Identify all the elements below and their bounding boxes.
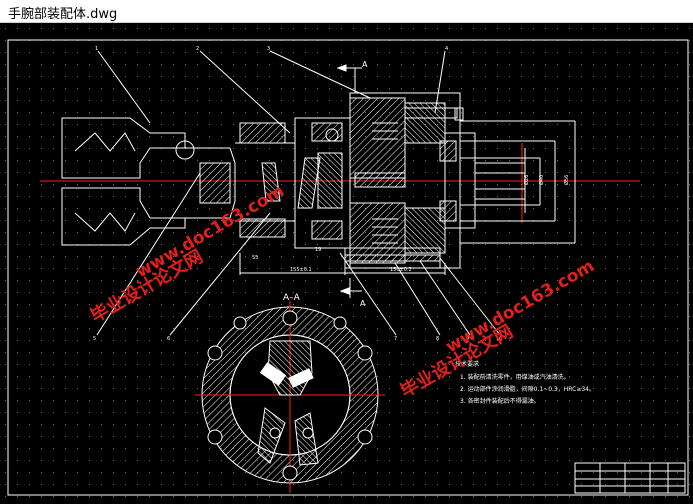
section-label-a-top: A [362, 60, 368, 69]
section-view [195, 301, 385, 493]
pivot-pin [175, 140, 195, 160]
balloon-2: 2 [196, 46, 199, 52]
balloon-7: 7 [394, 336, 397, 342]
drawing-canvas[interactable]: 1 2 3 4 5 6 7 8 9 10 Ø26 Ø40 Ø56 55 155±… [0, 23, 693, 500]
dim-mid: 19 [315, 247, 321, 253]
technical-notes: 技术要求 1. 装配前清洗零件，用煤油或汽油清洗。 2. 运动部件涂润滑脂，间隙… [455, 360, 595, 405]
dim-d3: Ø56 [563, 175, 570, 185]
balloon-8: 8 [436, 336, 439, 342]
main-view [40, 64, 640, 298]
window-title: 手腕部装配体.dwg [8, 7, 118, 22]
lower-finger [61, 187, 186, 246]
balloon-4: 4 [445, 46, 448, 52]
notes-line-3: 3. 各密封件装配后不得漏油。 [460, 397, 540, 405]
balloon-3: 3 [267, 46, 270, 52]
balloon-6: 6 [167, 336, 170, 342]
part-balloons: 1 2 3 4 5 6 7 8 9 10 [93, 46, 502, 342]
balloon-5: 5 [93, 336, 96, 342]
section-label-a-bottom: A [360, 299, 366, 308]
dim-left-len: 55 [252, 255, 258, 261]
title-block [574, 462, 686, 494]
notes-line-2: 2. 运动部件涂润滑脂，间隙0.1~0.3，HRC≥34。 [460, 385, 595, 393]
leader-lines [96, 50, 501, 336]
section-view-title: A–A [283, 293, 301, 303]
balloon-10: 10 [496, 336, 502, 342]
balloon-9: 9 [466, 336, 469, 342]
dim-d1: Ø26 [523, 175, 530, 185]
notes-heading: 技术要求 [455, 360, 479, 368]
dimension-texts: Ø26 Ø40 Ø56 55 155±0.1 150±0.2 19 [252, 175, 570, 273]
dim-d2: Ø40 [538, 175, 545, 185]
upper-finger [61, 117, 186, 179]
dim-bottom-2: 150±0.2 [390, 267, 412, 273]
balloon-1: 1 [95, 46, 98, 52]
window-titlebar: 手腕部装配体.dwg [0, 0, 693, 23]
notes-line-1: 1. 装配前清洗零件，用煤油或汽油清洗。 [460, 373, 570, 381]
dim-bottom-1: 155±0.1 [290, 267, 312, 273]
drawing-frame [7, 39, 689, 496]
